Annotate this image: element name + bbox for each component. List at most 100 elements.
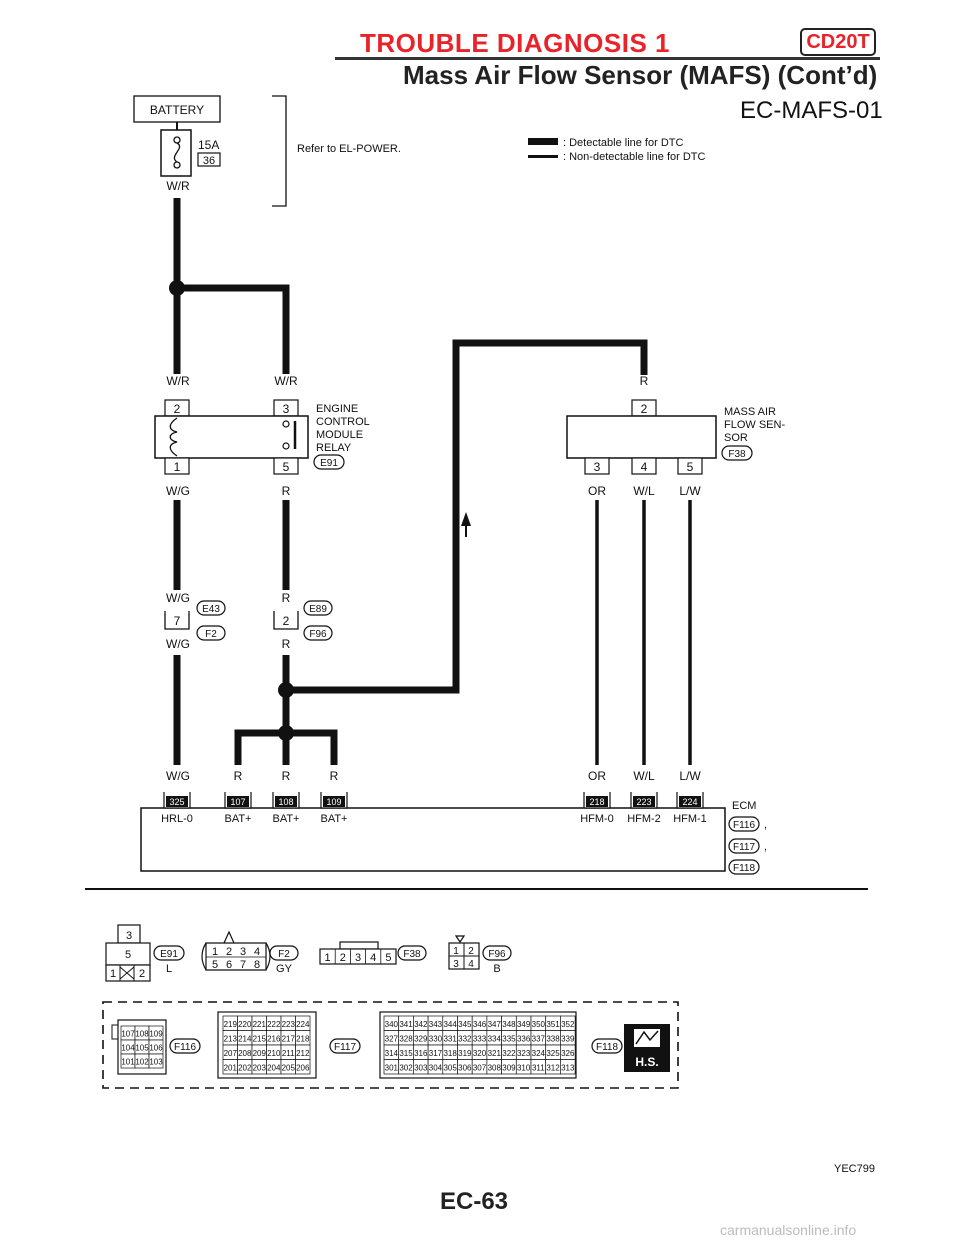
f2-pin: 4	[254, 946, 260, 958]
f2-pin: 6	[226, 959, 232, 971]
f117-pin: 203	[253, 1064, 267, 1073]
f118-pin: 306	[458, 1064, 472, 1073]
f116-pin: 102	[135, 1058, 149, 1067]
f118-pin: 302	[399, 1064, 413, 1073]
f118-pin: 337	[532, 1035, 546, 1044]
f118-pin: 320	[473, 1049, 487, 1058]
f118-pin: 311	[532, 1064, 545, 1073]
f118-pin: 343	[429, 1020, 443, 1029]
f117-pin: 217	[282, 1035, 296, 1044]
f2-pin: 2	[226, 946, 232, 958]
f38-pin: 2	[340, 952, 346, 964]
joint-left-pin: 7	[174, 614, 181, 628]
relay-pin-2: 2	[174, 402, 181, 416]
ecm-connector-f117: F117	[733, 842, 755, 853]
f117-pin: 212	[296, 1049, 310, 1058]
wire-label-or-ecm: OR	[588, 769, 606, 783]
f117-pin: 210	[267, 1049, 281, 1058]
f116-pin: 108	[135, 1030, 149, 1039]
ecm-pin-fill	[166, 796, 188, 807]
f116-cell	[148, 1053, 164, 1069]
f118-pin: 321	[488, 1049, 502, 1058]
maf-body	[566, 415, 717, 459]
f2-color: GY	[276, 963, 293, 975]
f118-pin: 323	[517, 1049, 531, 1058]
f118-pin: 310	[517, 1064, 531, 1073]
f118-pin: 319	[458, 1049, 472, 1058]
e91-id: E91	[160, 949, 178, 960]
f118-pin: 331	[443, 1035, 457, 1044]
ecm-pin-label: HRL-0	[161, 813, 193, 825]
f116-pin: 103	[149, 1058, 163, 1067]
ecm-pin-fill	[586, 796, 608, 807]
ecm-pin-label: HFM-2	[627, 813, 661, 825]
e91-pin-1: 1	[110, 968, 116, 980]
f118-pin: 318	[443, 1049, 457, 1058]
f118-pin: 342	[414, 1020, 428, 1029]
ecm-pin-number: 224	[682, 797, 697, 807]
f118-pin: 301	[385, 1064, 399, 1073]
hs-label: H.S.	[635, 1055, 658, 1069]
f117-pin: 205	[282, 1064, 296, 1073]
f96-color: B	[493, 963, 500, 975]
f96-pin-4: 4	[468, 959, 474, 970]
ecm-pin-label: BAT+	[320, 813, 347, 825]
wire-label-wl-ecm: W/L	[633, 769, 655, 783]
f118-pin: 333	[473, 1035, 487, 1044]
f2-id: F2	[278, 949, 290, 960]
wire-label-wr-relay3: W/R	[274, 374, 298, 388]
f117-pin: 219	[224, 1020, 238, 1029]
f116-pin: 109	[149, 1030, 163, 1039]
detectable-wires	[173, 198, 648, 765]
f2-pin: 1	[212, 946, 218, 958]
f118-pin: 345	[458, 1020, 472, 1029]
f118-pin: 315	[399, 1049, 413, 1058]
connector-view-e91: 3 5 1 2 E91 L	[105, 924, 185, 982]
relay-name-2: CONTROL	[316, 416, 370, 428]
wire-label-r-ecm-108: R	[282, 769, 291, 783]
f118-pin: 334	[488, 1035, 502, 1044]
f118-pin: 326	[561, 1049, 575, 1058]
wire-label-r-ecm-109: R	[330, 769, 339, 783]
ecm-pin-label: BAT+	[224, 813, 251, 825]
f118-pin: 316	[414, 1049, 428, 1058]
f118-pin: 314	[385, 1049, 399, 1058]
ecm-pin-label: HFM-1	[673, 813, 707, 825]
header-rule	[335, 57, 880, 60]
f118-pin: 304	[429, 1064, 443, 1073]
f117-pin: 216	[267, 1035, 281, 1044]
maf-pin-4: 4	[641, 460, 648, 474]
joint-right-top-id: E89	[309, 604, 327, 615]
f117-pin: 223	[282, 1020, 296, 1029]
f38-id: F38	[403, 949, 421, 960]
maf-pin-2: 2	[641, 402, 648, 416]
f118-pin: 351	[546, 1020, 560, 1029]
f116-pin: 106	[149, 1044, 163, 1053]
wire-label-r-joint-bottom: R	[282, 637, 291, 651]
f2-pin: 5	[212, 959, 218, 971]
f118-pin: 347	[488, 1020, 502, 1029]
f117-pin: 220	[238, 1020, 252, 1029]
e91-pin-5: 5	[125, 949, 131, 961]
ecm-body	[140, 807, 726, 872]
f117-pin: 204	[267, 1064, 281, 1073]
wire-label-lw-ecm: L/W	[679, 769, 701, 783]
fuse-number: 36	[203, 155, 215, 167]
wire-label-wg-joint-top: W/G	[166, 591, 190, 605]
connector-view-f96: 1 2 3 4 F96 B	[448, 935, 512, 975]
maf-name-1: MASS AIR	[724, 406, 776, 418]
f117-pin: 209	[253, 1049, 267, 1058]
ecm-pin-number: 325	[169, 797, 184, 807]
f117-pin: 201	[224, 1064, 238, 1073]
signal-arrow	[461, 512, 471, 526]
f118-pin: 338	[546, 1035, 560, 1044]
relay-coil	[169, 417, 178, 457]
relay-name-4: RELAY	[316, 442, 352, 454]
page-subtitle: Mass Air Flow Sensor (MAFS) (Cont’d)	[403, 60, 878, 90]
f96-pin-1: 1	[453, 946, 459, 957]
f118-pin: 339	[561, 1035, 575, 1044]
nondetectable-wires	[595, 500, 692, 765]
f118-pin: 341	[399, 1020, 413, 1029]
